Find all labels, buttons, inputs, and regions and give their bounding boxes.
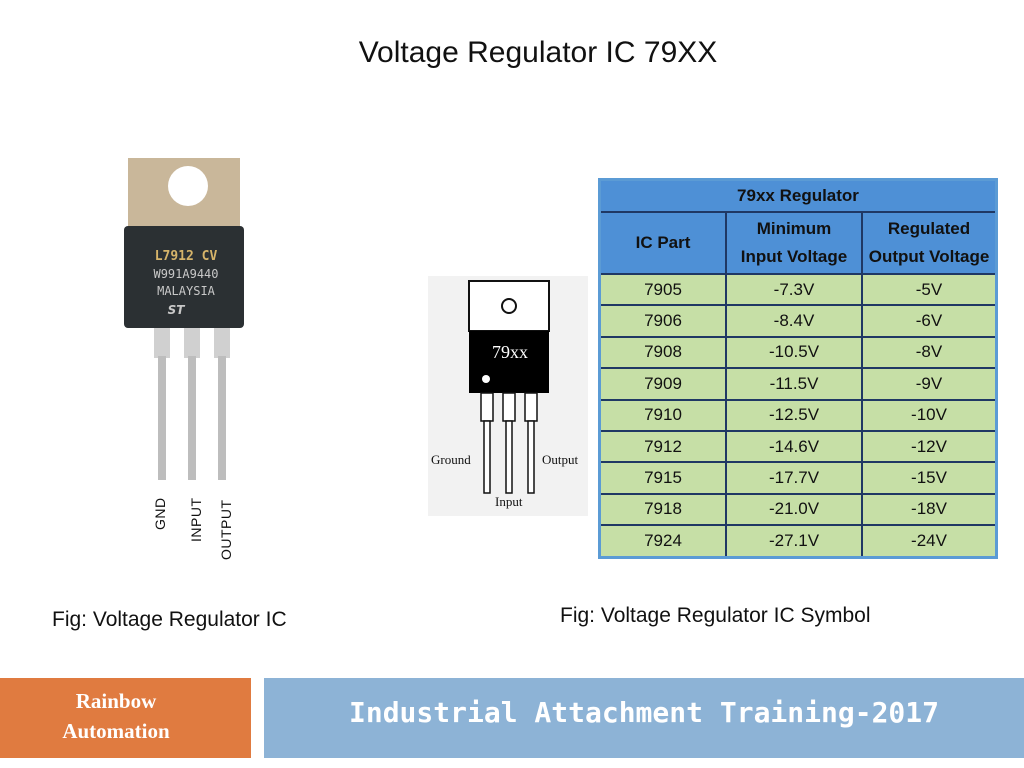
regulator-table: 79xx Regulator IC Part Minimum Input Vol… <box>598 178 998 559</box>
cell-ic-part: 7924 <box>598 524 727 559</box>
cell-output: -24V <box>861 524 998 559</box>
ic-pin-3 <box>218 356 226 480</box>
header-out-line1: Regulated <box>887 219 971 238</box>
slide-title: Voltage Regulator IC 79XX <box>358 36 718 69</box>
header-min-input: Minimum Input Voltage <box>725 211 863 275</box>
cell-ic-part: 7915 <box>598 461 727 495</box>
symbol-pin1-dot <box>482 375 490 383</box>
st-logo: ST <box>168 303 186 317</box>
training-title: Industrial Attachment Training-2017 <box>348 696 939 729</box>
table-title: 79xx Regulator <box>598 178 998 213</box>
cell-min-input: -17.7V <box>725 461 863 495</box>
ic-photo: L7912 CV W991A9440 MALAYSIA ST <box>124 158 244 480</box>
cell-output: -12V <box>861 429 998 464</box>
ic-pin-1 <box>158 356 166 480</box>
cell-output: -5V <box>861 272 998 307</box>
cell-min-input: -14.6V <box>725 429 863 464</box>
symbol-pin-3 <box>527 420 535 494</box>
ic-pin-2 <box>188 356 196 480</box>
ic-marking-3: MALAYSIA <box>157 284 216 298</box>
symbol-body <box>469 331 549 393</box>
symbol-mount-hole <box>501 298 517 314</box>
cell-ic-part: 7908 <box>598 335 727 370</box>
ic-pin-2-shoulder <box>184 328 200 358</box>
cell-output: -18V <box>861 492 998 527</box>
symbol-label: 79xx <box>492 342 528 362</box>
header-regulated-output: Regulated Output Voltage <box>861 211 998 275</box>
footer-brand-panel <box>0 678 251 758</box>
cell-output: -10V <box>861 398 998 432</box>
cell-min-input: -8.4V <box>725 304 863 338</box>
symbol-pin-input-label: Input <box>495 494 523 509</box>
symbol-pin-3-shoulder <box>524 392 538 422</box>
table-row: 7906-8.4V-6V <box>598 304 998 338</box>
pin-label-input: INPUT <box>188 497 204 543</box>
symbol-pin-1 <box>483 420 491 494</box>
table-row: 7905-7.3V-5V <box>598 272 998 307</box>
table-title-row: 79xx Regulator <box>598 178 998 213</box>
symbol-pin-output-label: Output <box>542 452 579 467</box>
ic-mount-hole <box>168 166 208 206</box>
table-row: 7909-11.5V-9V <box>598 367 998 401</box>
header-min-line2: Input Voltage <box>740 247 848 266</box>
table-row: 7912-14.6V-12V <box>598 429 998 464</box>
cell-output: -15V <box>861 461 998 495</box>
table-row: 7910-12.5V-10V <box>598 398 998 432</box>
cell-ic-part: 7912 <box>598 429 727 464</box>
ic-pin-3-shoulder <box>214 328 230 358</box>
cell-output: -9V <box>861 367 998 401</box>
header-ic-part: IC Part <box>598 211 727 275</box>
brand-line-2: Automation <box>62 719 170 743</box>
cell-min-input: -11.5V <box>725 367 863 401</box>
ic-symbol: 79xx <box>428 276 588 516</box>
header-out-line2: Output Voltage <box>868 247 990 266</box>
ic-marking-1: L7912 CV <box>155 249 218 264</box>
cell-output: -8V <box>861 335 998 370</box>
table-row: 7915-17.7V-15V <box>598 461 998 495</box>
table-body: 7905-7.3V-5V 7906-8.4V-6V 7908-10.5V-8V … <box>598 272 998 559</box>
ic-body <box>124 226 244 328</box>
caption-ic: Fig: Voltage Regulator IC <box>52 608 287 631</box>
cell-ic-part: 7910 <box>598 398 727 432</box>
cell-ic-part: 7906 <box>598 304 727 338</box>
cell-min-input: -21.0V <box>725 492 863 527</box>
brand-name: Rainbow Automation <box>0 686 232 746</box>
cell-output: -6V <box>861 304 998 338</box>
pin-label-gnd: GND <box>152 497 168 530</box>
symbol-tab <box>468 280 550 332</box>
cell-min-input: -27.1V <box>725 524 863 559</box>
ic-marking-2: W991A9440 <box>153 267 218 281</box>
cell-ic-part: 7918 <box>598 492 727 527</box>
pin-label-output: OUTPUT <box>218 499 234 560</box>
symbol-pin-1-shoulder <box>480 392 494 422</box>
caption-symbol: Fig: Voltage Regulator IC Symbol <box>560 604 871 627</box>
table-row: 7908-10.5V-8V <box>598 335 998 370</box>
cell-min-input: -7.3V <box>725 272 863 307</box>
symbol-pin-2 <box>505 420 513 494</box>
header-min-line1: Minimum <box>756 219 832 238</box>
cell-min-input: -10.5V <box>725 335 863 370</box>
symbol-pin-2-shoulder <box>502 392 516 422</box>
table-row: 7918-21.0V-18V <box>598 492 998 527</box>
brand-line-1: Rainbow <box>75 689 157 713</box>
ic-pin-1-shoulder <box>154 328 170 358</box>
cell-ic-part: 7909 <box>598 367 727 401</box>
symbol-pin-ground-label: Ground <box>431 452 471 467</box>
cell-ic-part: 7905 <box>598 272 727 307</box>
table-row: 7924-27.1V-24V <box>598 524 998 559</box>
cell-min-input: -12.5V <box>725 398 863 432</box>
table-header-row: IC Part Minimum Input Voltage Regulated … <box>598 211 998 275</box>
footer-title-panel <box>264 678 1024 758</box>
